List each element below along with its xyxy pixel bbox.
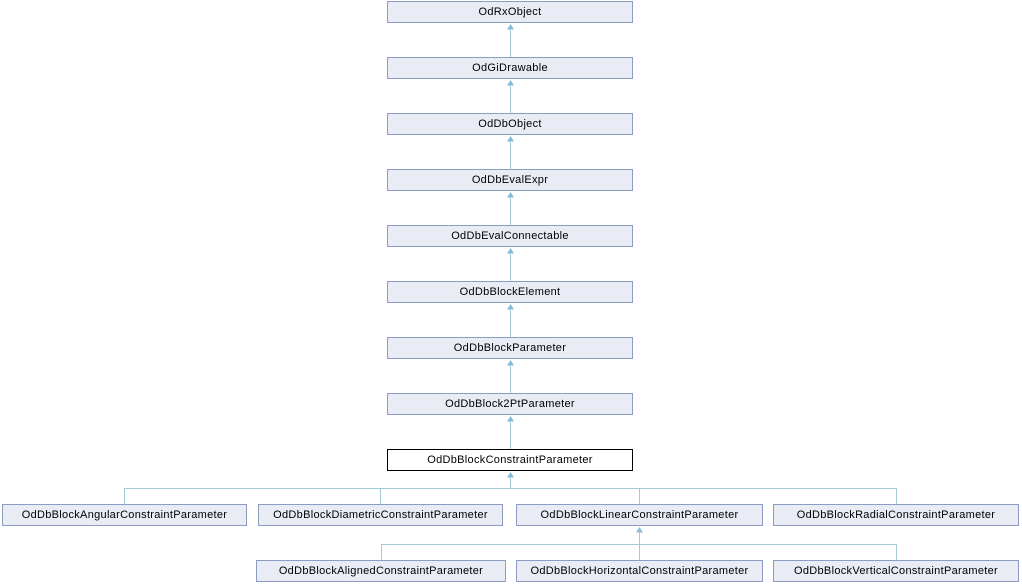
inheritance-arrowhead-icon — [507, 248, 514, 254]
class-node[interactable]: OdDbBlockHorizontalConstraintParameter — [516, 560, 763, 582]
class-node[interactable]: OdDbBlockVerticalConstraintParameter — [773, 560, 1019, 582]
class-node[interactable]: OdDbBlockAlignedConstraintParameter — [256, 560, 506, 582]
class-node[interactable]: OdDbEvalConnectable — [387, 225, 633, 247]
class-node[interactable]: OdDbBlockDiametricConstraintParameter — [258, 504, 503, 526]
class-node[interactable]: OdDbBlockLinearConstraintParameter — [516, 504, 763, 526]
inheritance-arrowhead-icon — [507, 416, 514, 422]
class-node[interactable]: OdDbBlockParameter — [387, 337, 633, 359]
inheritance-arrowhead-icon — [636, 527, 643, 533]
class-node[interactable]: OdRxObject — [387, 1, 633, 23]
class-node[interactable]: OdDbBlockAngularConstraintParameter — [2, 504, 247, 526]
class-node[interactable]: OdGiDrawable — [387, 57, 633, 79]
inheritance-arrowhead-icon — [507, 136, 514, 142]
inheritance-arrowhead-icon — [507, 472, 514, 478]
inheritance-arrowhead-icon — [507, 304, 514, 310]
class-node-current: OdDbBlockConstraintParameter — [387, 449, 633, 471]
inheritance-arrowhead-icon — [507, 80, 514, 86]
inheritance-arrowhead-icon — [507, 192, 514, 198]
inheritance-arrowhead-icon — [507, 24, 514, 30]
class-node[interactable]: OdDbBlockElement — [387, 281, 633, 303]
class-node[interactable]: OdDbBlock2PtParameter — [387, 393, 633, 415]
class-node[interactable]: OdDbEvalExpr — [387, 169, 633, 191]
class-node[interactable]: OdDbBlockRadialConstraintParameter — [773, 504, 1019, 526]
inheritance-arrowhead-icon — [507, 360, 514, 366]
class-node[interactable]: OdDbObject — [387, 113, 633, 135]
